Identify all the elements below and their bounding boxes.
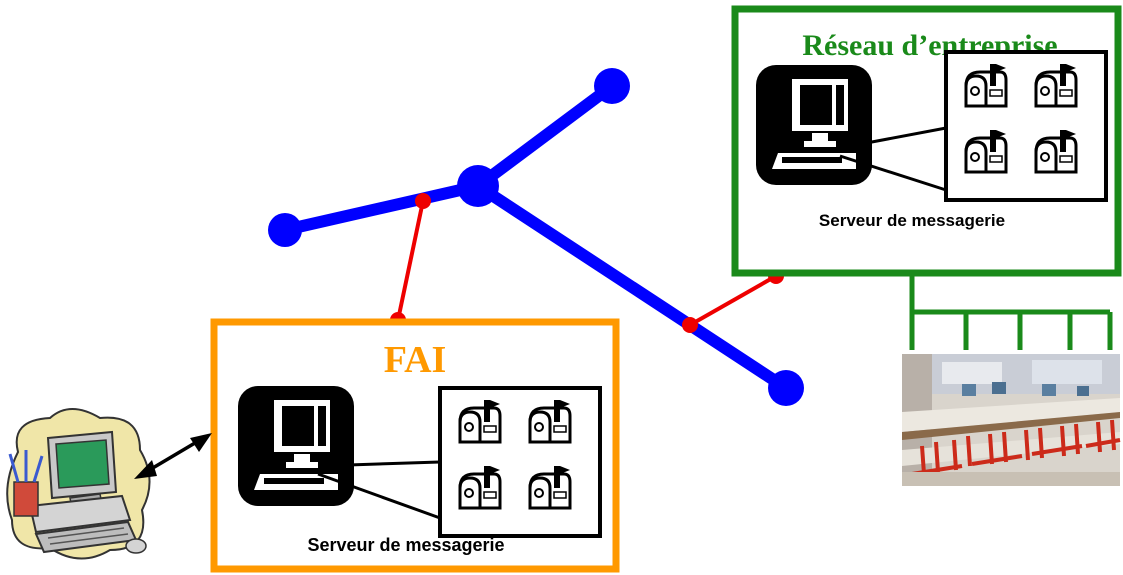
enterprise-server-icon <box>756 65 872 185</box>
enterprise-box: Réseau d’entreprise Serveur de messageri… <box>731 5 1122 277</box>
link-junction <box>682 317 698 333</box>
isp-server-icon <box>238 386 354 506</box>
isp-mailboxes <box>440 388 600 536</box>
client-computer-icon <box>6 408 151 560</box>
backbone-node-left <box>268 213 302 247</box>
isp-box: FAI Serveur de messagerie <box>210 318 620 573</box>
isp-server-label: Serveur de messagerie <box>307 535 504 555</box>
enterprise-lan <box>909 273 1113 350</box>
enterprise-mailboxes <box>946 52 1106 200</box>
backbone-node-right <box>768 370 804 406</box>
isp-title: FAI <box>384 339 447 381</box>
backbone-node-top <box>594 68 630 104</box>
link-junction <box>415 193 431 209</box>
office-photo <box>902 354 1121 486</box>
enterprise-server-label: Serveur de messagerie <box>819 211 1005 230</box>
client-isp-connection-arrow <box>134 433 212 479</box>
backbone-node-hub <box>457 165 499 207</box>
backbone-network <box>268 68 804 406</box>
